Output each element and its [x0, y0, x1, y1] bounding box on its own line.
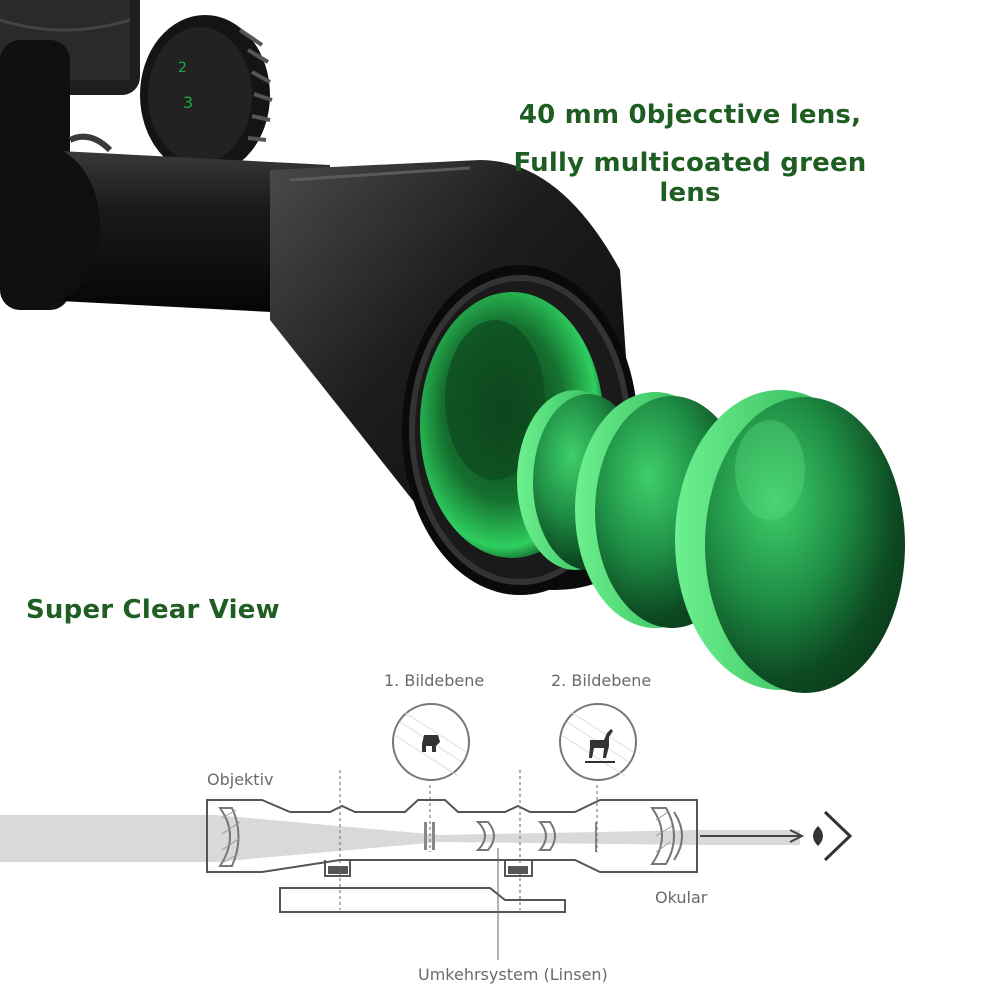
reticle-circle-1	[392, 703, 470, 781]
bildebene-2-label: 2. Bildebene	[551, 671, 652, 690]
super-clear-view-caption: Super Clear View	[26, 595, 280, 625]
magnification-ring: 2 3	[140, 15, 273, 175]
eye-icon	[813, 810, 853, 862]
umkehrsystem-lenses	[424, 821, 597, 852]
scope-photo: 2 3	[0, 0, 905, 693]
umkehrsystem-label: Umkehrsystem (Linsen)	[418, 965, 608, 984]
lens-element-3	[675, 390, 905, 693]
scope-cross-section-diagram	[0, 703, 853, 960]
scope-outline	[206, 799, 698, 873]
scope-tube	[0, 40, 330, 315]
objektiv-label: Objektiv	[207, 770, 274, 789]
reticle-circle-2	[559, 703, 637, 781]
okular-label: Okular	[655, 888, 708, 907]
green-lens-elements	[517, 390, 905, 693]
svg-text:3: 3	[183, 93, 193, 112]
headline-line-1: 40 mm 0bjecctive lens,	[518, 100, 862, 130]
svg-text:2: 2	[178, 60, 187, 76]
scope-mount	[279, 860, 566, 913]
image-plane-lines	[339, 770, 598, 910]
light-beam	[0, 815, 800, 862]
headline-line-2: Fully multicoated green lens	[513, 148, 867, 208]
bildebene-1-label: 1. Bildebene	[384, 671, 485, 690]
deer-reticle-icon	[585, 729, 615, 763]
objektiv-lens	[218, 807, 241, 867]
okular-lenses	[650, 807, 683, 865]
arrow-icon	[700, 829, 805, 843]
